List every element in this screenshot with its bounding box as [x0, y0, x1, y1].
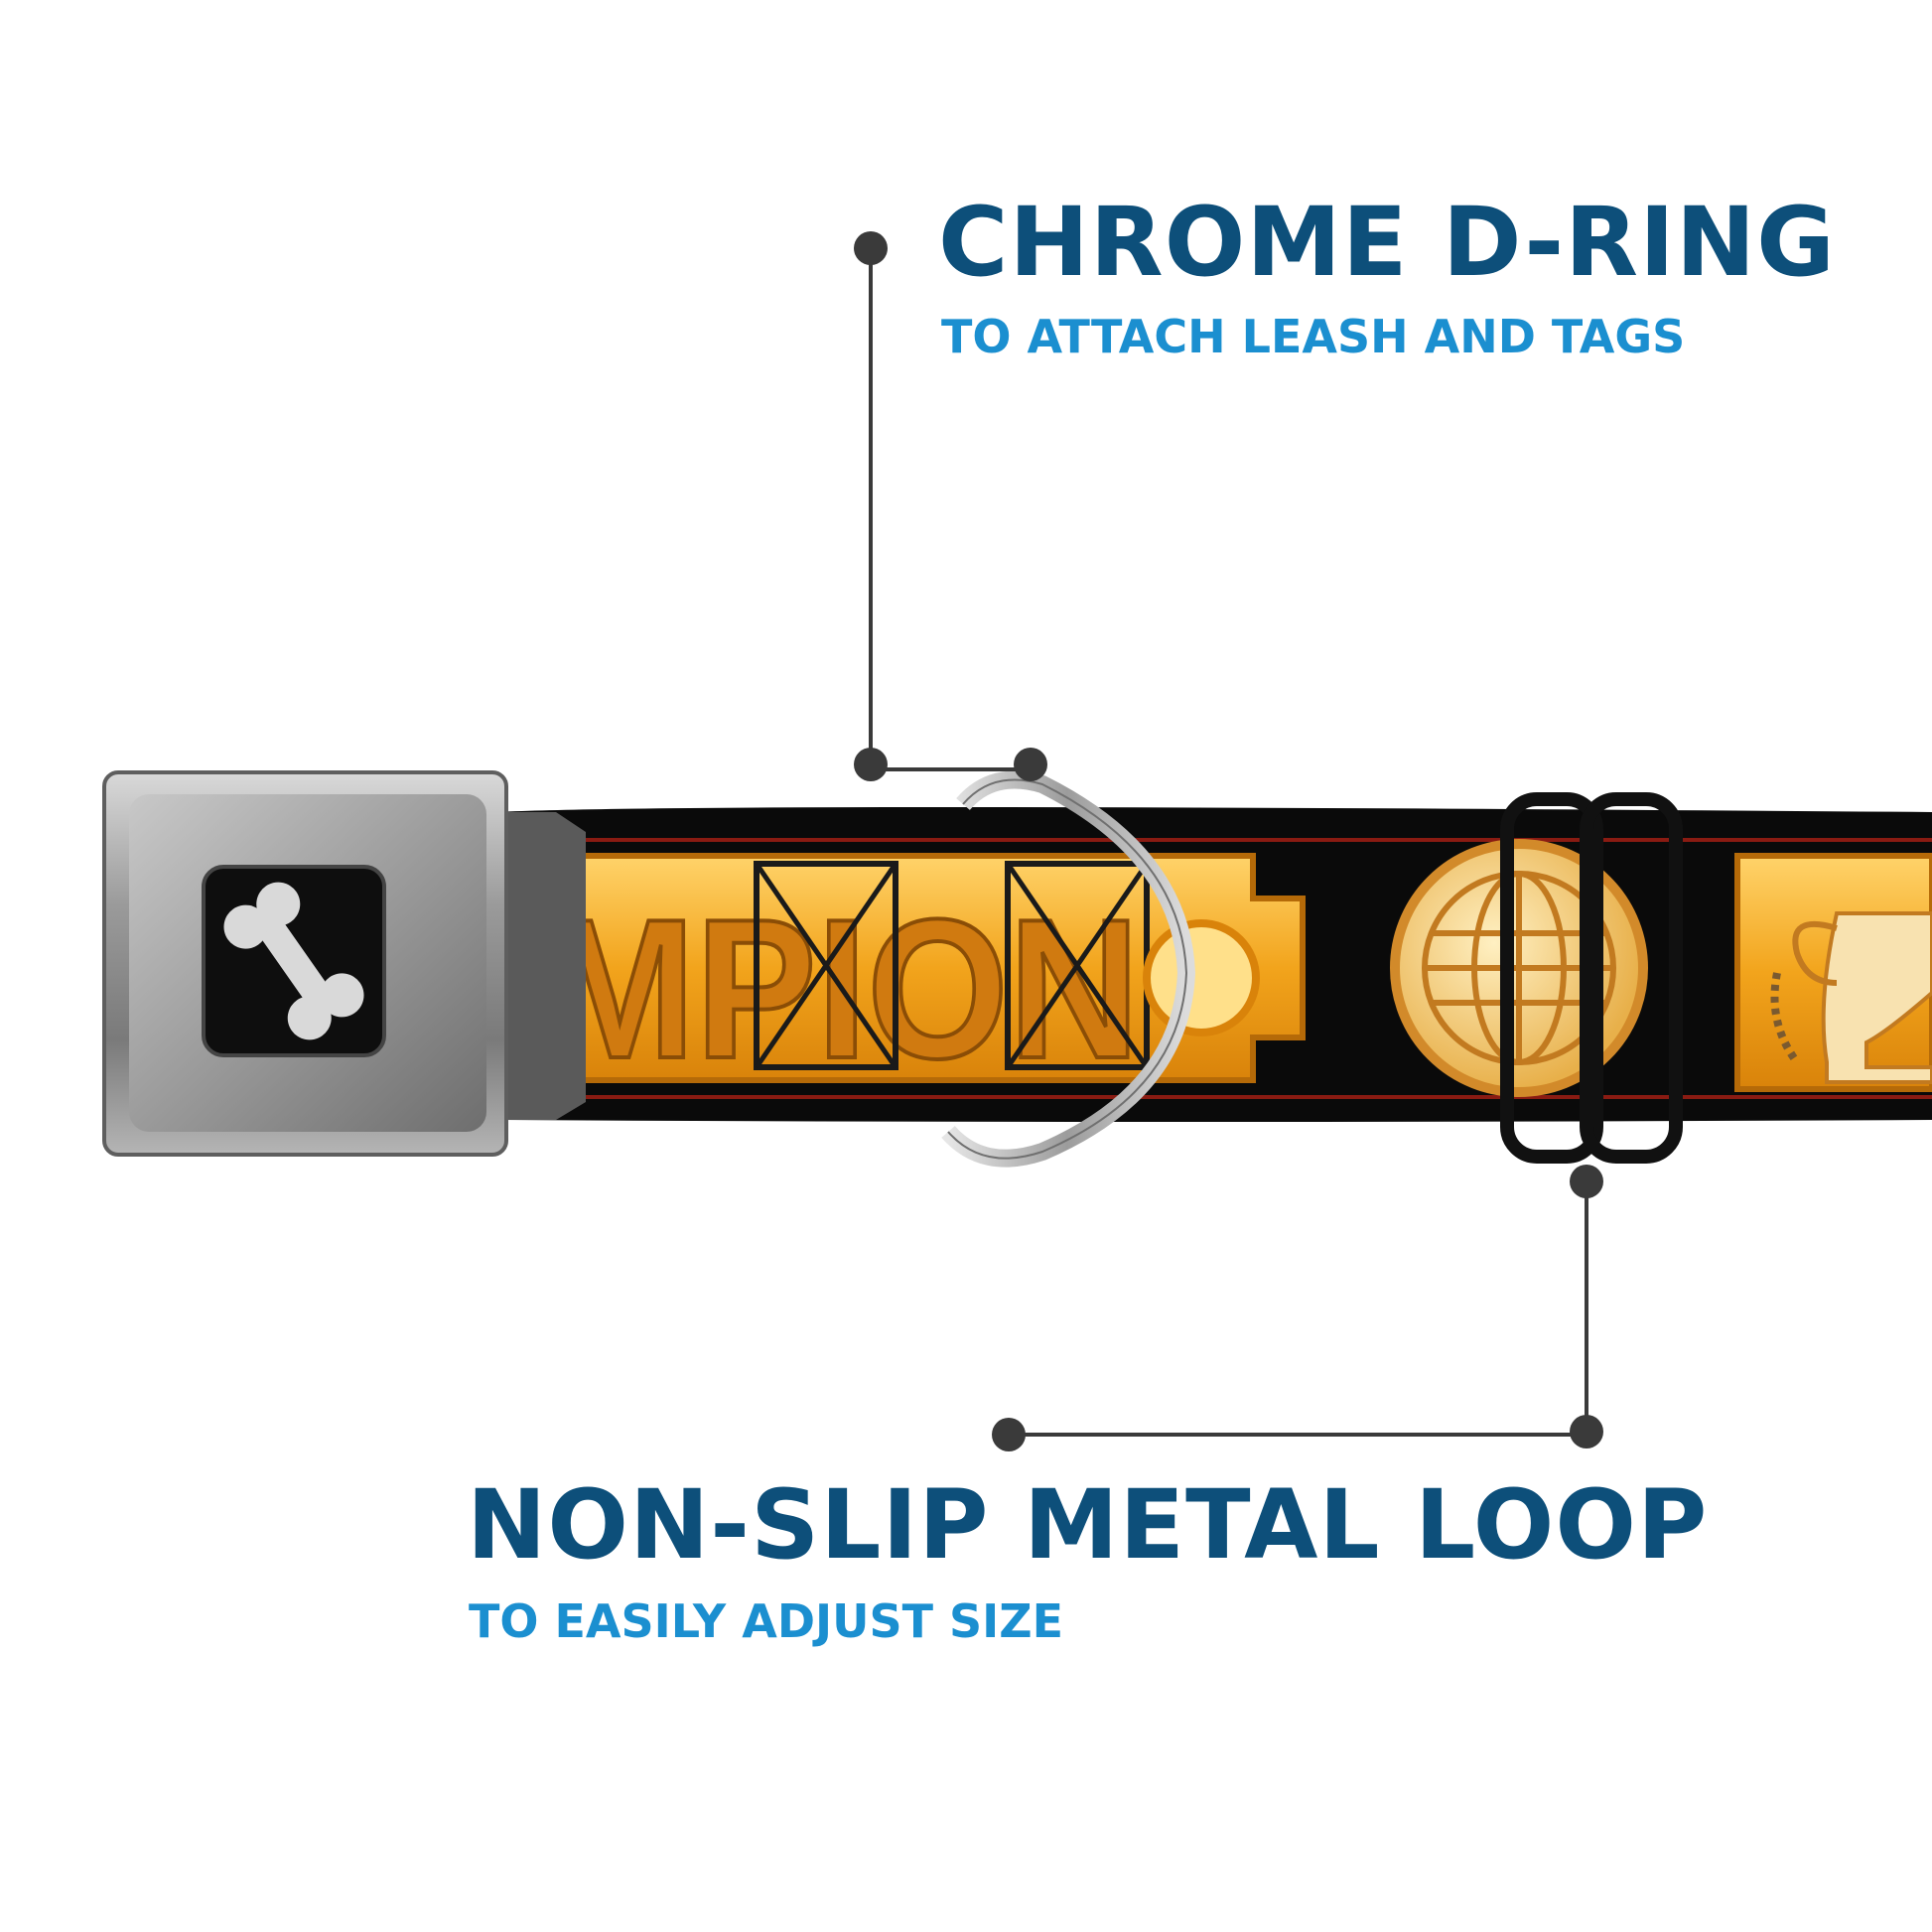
metal-loop-subtitle: TO EASILY ADJUST SIZE — [469, 1594, 1064, 1648]
leader-dot — [992, 1418, 1026, 1451]
globe-icon — [1390, 839, 1648, 1097]
bone-icon — [223, 882, 364, 1040]
trophy-icon — [1734, 853, 1932, 1092]
loop-leader-line — [992, 1165, 1603, 1451]
leader-dot — [854, 231, 888, 265]
seatbelt-buckle — [102, 770, 586, 1157]
leader-dot — [1570, 1415, 1603, 1449]
d-ring — [941, 770, 1196, 1168]
d-ring-title: CHROME D-RING — [938, 187, 1836, 298]
d-ring-leader-line — [854, 231, 1047, 781]
metal-loop-title: NON-SLIP METAL LOOP — [467, 1469, 1709, 1581]
slide-loop — [1500, 792, 1683, 1164]
d-ring-subtitle: TO ATTACH LEASH AND TAGS — [941, 310, 1686, 363]
leader-dot — [1014, 748, 1047, 781]
leader-dot — [1570, 1165, 1603, 1198]
leader-dot — [854, 748, 888, 781]
champion-print: MPION — [538, 853, 1306, 1102]
